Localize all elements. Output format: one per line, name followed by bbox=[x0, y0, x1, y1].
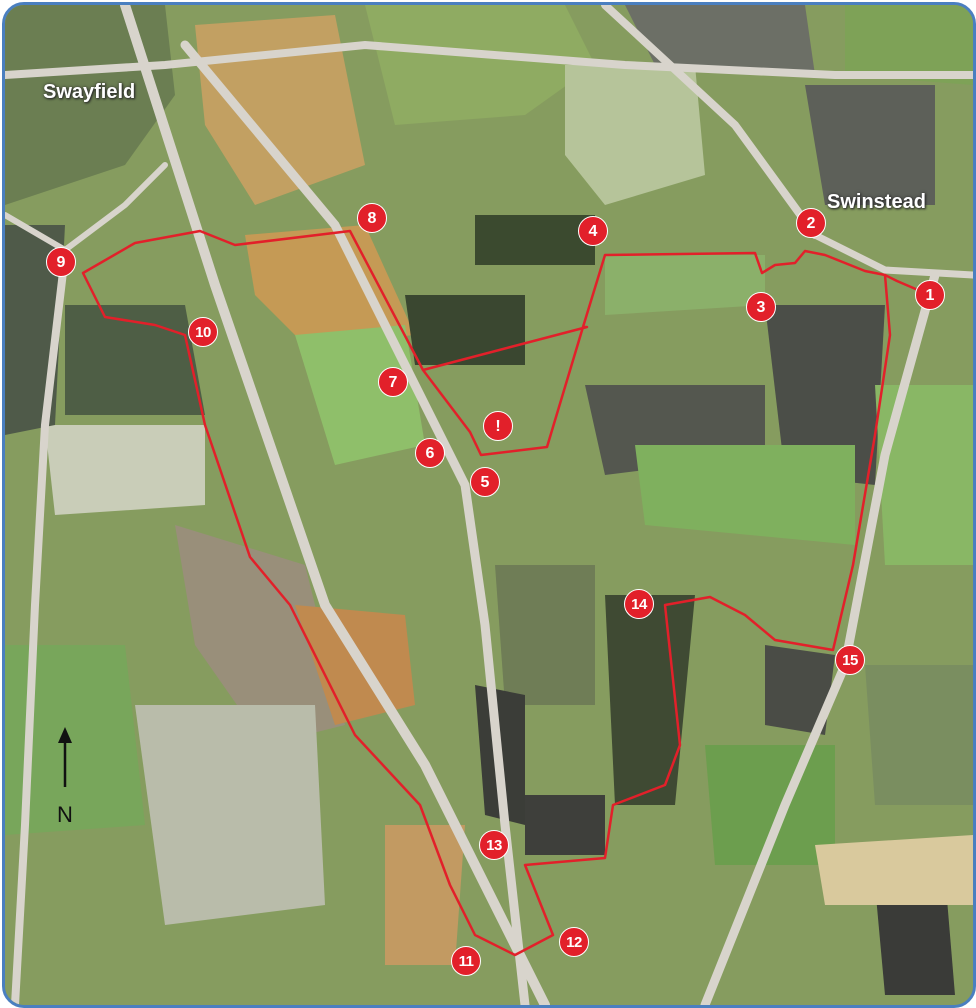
waypoint-marker-1[interactable]: 1 bbox=[915, 280, 945, 310]
waypoint-marker-10[interactable]: 10 bbox=[188, 317, 218, 347]
waypoint-marker-11[interactable]: 11 bbox=[451, 946, 481, 976]
walking-route bbox=[81, 229, 926, 957]
waypoint-marker-7[interactable]: 7 bbox=[378, 367, 408, 397]
waypoint-marker-14[interactable]: 14 bbox=[624, 589, 654, 619]
waypoint-marker-13[interactable]: 13 bbox=[479, 830, 509, 860]
waypoint-marker-2[interactable]: 2 bbox=[796, 208, 826, 238]
north-arrow-icon bbox=[58, 727, 72, 787]
north-label: N bbox=[57, 802, 73, 827]
waypoint-marker-6[interactable]: 6 bbox=[415, 438, 445, 468]
place-label-swayfield: Swayfield bbox=[43, 81, 136, 103]
waypoint-marker-4[interactable]: 4 bbox=[578, 216, 608, 246]
roads bbox=[5, 5, 973, 1005]
waypoint-marker-15[interactable]: 15 bbox=[835, 645, 865, 675]
waypoint-marker-5[interactable]: 5 bbox=[470, 467, 500, 497]
waypoint-marker-9[interactable]: 9 bbox=[46, 247, 76, 277]
place-label-swinstead: Swinstead bbox=[827, 191, 926, 213]
warning-marker[interactable]: ! bbox=[483, 411, 513, 441]
waypoint-marker-3[interactable]: 3 bbox=[746, 292, 776, 322]
waypoint-marker-12[interactable]: 12 bbox=[559, 927, 589, 957]
waypoint-marker-8[interactable]: 8 bbox=[357, 203, 387, 233]
aerial-map[interactable] bbox=[5, 5, 973, 1005]
field-patches bbox=[5, 5, 973, 995]
